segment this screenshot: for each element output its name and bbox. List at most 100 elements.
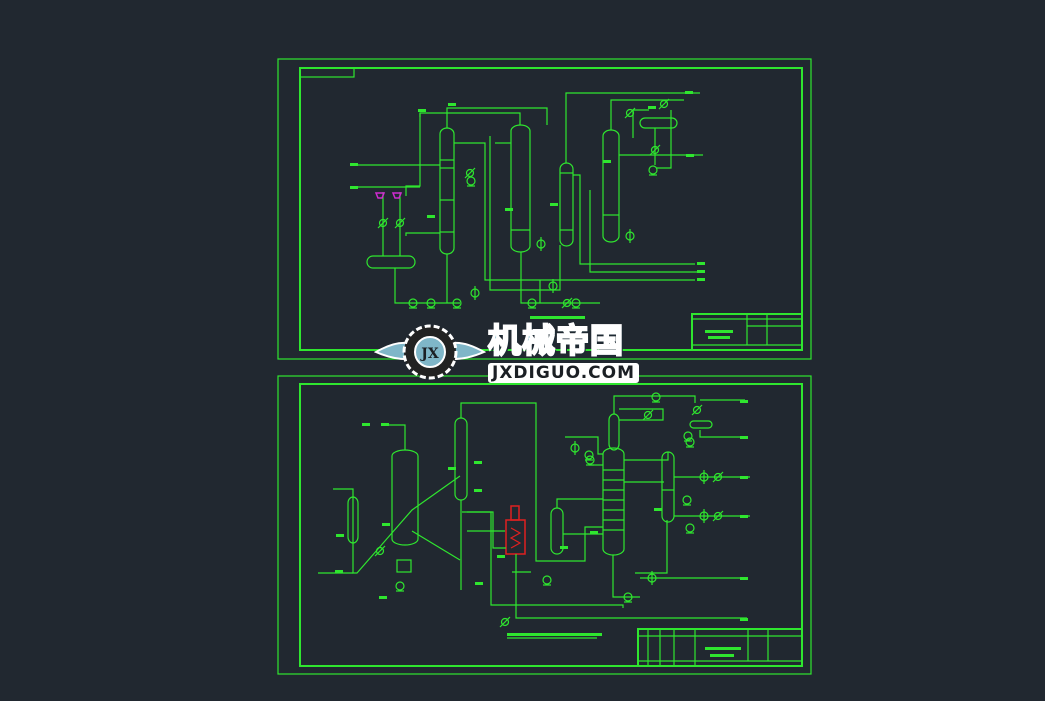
line-label — [381, 423, 389, 426]
line-label — [474, 489, 482, 492]
line-label — [505, 208, 513, 211]
column-vessel — [661, 451, 675, 523]
pump-icon — [651, 392, 661, 402]
line-label — [362, 423, 370, 426]
line-label — [336, 534, 344, 537]
process-line — [589, 190, 700, 273]
line-label — [654, 508, 662, 511]
pump-icon — [648, 165, 658, 175]
line-label — [475, 582, 483, 585]
reactor-vessel — [391, 449, 419, 546]
process-line — [610, 99, 684, 130]
control-valve-stem — [658, 98, 670, 110]
process-line — [446, 107, 548, 128]
control-valve-stem — [499, 616, 511, 628]
process-line — [462, 511, 624, 608]
process-line — [489, 136, 561, 291]
line-label — [740, 515, 748, 518]
line-label — [350, 186, 358, 189]
pump-icon — [466, 176, 476, 186]
top-sheet — [277, 58, 812, 360]
line-label — [474, 461, 482, 464]
process-line — [460, 402, 603, 562]
emblem-text: JX — [419, 346, 439, 362]
process-line — [411, 530, 461, 561]
pump-icon — [682, 495, 692, 505]
line-label — [418, 109, 426, 112]
line-label — [685, 91, 693, 94]
valve-actuator-icon — [374, 192, 386, 199]
line-label — [497, 555, 505, 558]
title-block — [637, 628, 803, 667]
control-valve-stem — [374, 545, 386, 557]
line-label — [530, 316, 585, 319]
line-label — [740, 400, 748, 403]
line-label — [697, 270, 705, 273]
process-line — [619, 408, 664, 421]
line-label — [350, 163, 358, 166]
line-label — [448, 103, 456, 106]
column-vessel — [454, 417, 468, 501]
process-line — [333, 475, 461, 574]
process-line — [699, 430, 745, 438]
line-label — [648, 106, 656, 109]
control-valve-icon — [500, 617, 510, 627]
column-vessel — [602, 129, 620, 243]
pump-icon — [542, 575, 552, 585]
line-label — [335, 570, 343, 573]
process-equipment — [318, 392, 750, 628]
watermark-url: JXDIGUO.COM — [488, 363, 640, 383]
sheet-outer-border — [277, 58, 812, 360]
process-line — [613, 395, 696, 414]
column-vessel — [608, 413, 620, 451]
process-line — [565, 436, 603, 455]
control-valve-stem — [464, 167, 476, 179]
heater-stack — [510, 505, 520, 521]
horizontal-drum — [366, 255, 416, 269]
collector-box — [396, 559, 412, 573]
watermark-title: 机械帝国 — [487, 321, 624, 360]
line-label — [382, 523, 390, 526]
line-label — [379, 596, 387, 599]
pump-icon — [683, 431, 693, 441]
bottom-sheet — [277, 375, 812, 675]
process-line — [632, 109, 649, 138]
line-label — [603, 160, 611, 163]
process-line — [520, 252, 600, 304]
process-line — [573, 174, 695, 265]
process-line — [405, 113, 421, 196]
process-line — [656, 110, 672, 169]
horizontal-drum — [639, 117, 678, 129]
process-line — [612, 555, 640, 598]
process-line — [419, 112, 521, 125]
title-block — [691, 313, 803, 351]
pump-icon — [584, 450, 594, 460]
line-label — [560, 546, 568, 549]
column-vessel — [602, 447, 625, 556]
line-label — [740, 476, 748, 479]
process-line — [394, 268, 460, 304]
pump-icon — [585, 455, 595, 465]
column-vessel — [510, 124, 531, 253]
control-valve-icon — [643, 410, 653, 420]
pump-icon — [685, 437, 695, 447]
column-vessel — [439, 127, 455, 255]
process-line — [635, 520, 668, 574]
control-valve-stem — [691, 404, 703, 416]
line-label — [448, 467, 456, 470]
sheet-inner-border — [299, 67, 803, 351]
drawing-caption — [507, 633, 602, 636]
line-label — [550, 203, 558, 206]
horizontal-drum — [689, 420, 713, 429]
process-line — [454, 142, 695, 281]
process-line — [515, 554, 747, 619]
process-line — [467, 511, 506, 549]
line-label — [697, 278, 705, 281]
line-label — [740, 436, 748, 439]
process-line — [565, 92, 700, 163]
line-label — [740, 577, 748, 580]
corner-tab — [299, 67, 355, 78]
control-valve-stem — [642, 409, 654, 421]
control-valve-icon — [465, 168, 475, 178]
